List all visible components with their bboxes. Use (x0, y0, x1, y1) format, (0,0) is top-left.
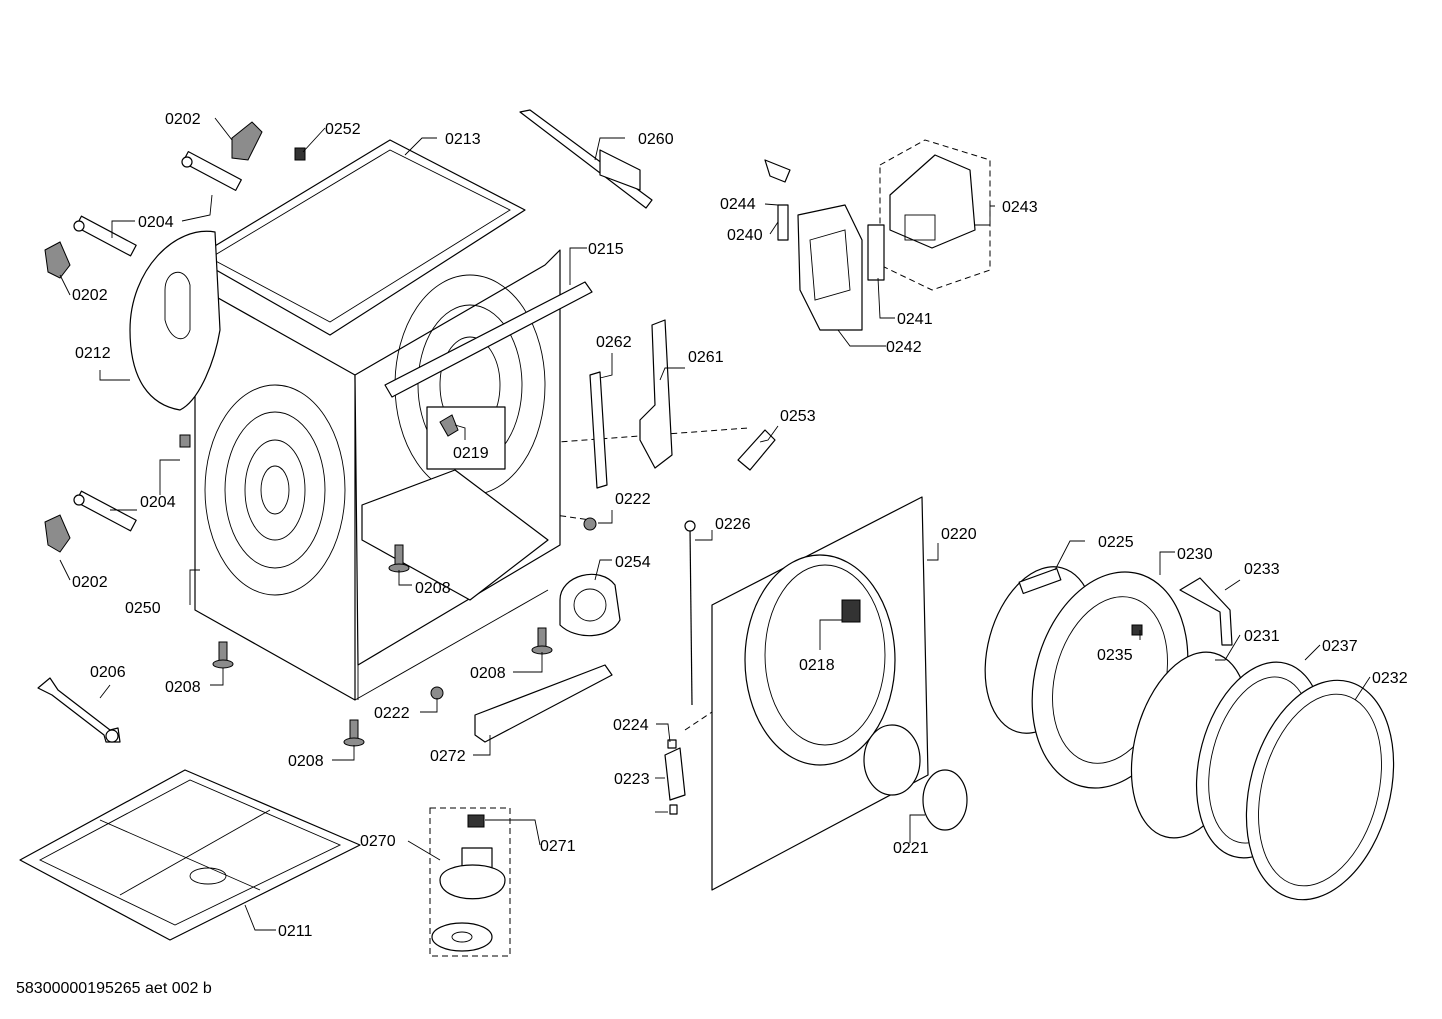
callout-0226: 0226 (715, 516, 751, 533)
callout-0233: 0233 (1244, 561, 1280, 578)
base-plate (19, 769, 361, 941)
callout-0240: 0240 (727, 227, 763, 244)
spanner-tool (37, 677, 121, 743)
rear-insulation-panel (129, 230, 221, 411)
door-assembly (984, 566, 1395, 901)
plinth-cover (474, 664, 613, 743)
bracket-icon (44, 514, 71, 553)
top-rail-part (519, 109, 653, 209)
upper-brace (384, 281, 593, 398)
callout-0254: 0254 (615, 554, 651, 571)
front-panel (711, 496, 929, 891)
callout-0272: 0272 (430, 748, 466, 765)
callout-0221: 0221 (893, 840, 929, 857)
callout-0243: 0243 (1002, 199, 1038, 216)
callout-labels: 0202 0252 0213 0260 0204 0202 0215 0244 … (72, 111, 1408, 940)
grommet-icon (583, 517, 597, 531)
callout-0208: 0208 (415, 580, 451, 597)
callout-0208: 0208 (288, 753, 324, 770)
callout-0202: 0202 (72, 287, 108, 304)
screw-icon (294, 147, 306, 161)
callout-0219: 0219 (453, 445, 489, 462)
bracket-icon (231, 121, 263, 161)
grommet-icon (430, 686, 444, 700)
callout-0230: 0230 (1177, 546, 1213, 563)
door-lock-parts (664, 520, 696, 815)
callout-0215: 0215 (588, 241, 624, 258)
callout-0204: 0204 (138, 214, 174, 231)
callout-0202: 0202 (72, 574, 108, 591)
callout-0241: 0241 (897, 311, 933, 328)
screw-icon (179, 434, 191, 448)
callout-0202: 0202 (165, 111, 201, 128)
callout-0232: 0232 (1372, 670, 1408, 687)
bracket-icon (44, 241, 71, 279)
callout-0212: 0212 (75, 345, 111, 362)
shock-absorber-icon (73, 215, 137, 257)
shock-absorber-icon (73, 490, 137, 532)
callout-0235: 0235 (1097, 647, 1133, 664)
callout-0262: 0262 (596, 334, 632, 351)
callout-0208: 0208 (165, 679, 201, 696)
callout-0253: 0253 (780, 408, 816, 425)
hinge-icon (1179, 577, 1233, 646)
frame-brackets (589, 319, 673, 489)
foot-icon (212, 641, 234, 669)
callout-0270: 0270 (360, 833, 396, 850)
pressure-switch-assembly (431, 814, 506, 952)
callout-0204: 0204 (140, 494, 176, 511)
callout-0242: 0242 (886, 339, 922, 356)
top-cover (194, 139, 526, 336)
control-board (889, 154, 976, 249)
base-frame (361, 469, 549, 601)
callout-0252: 0252 (325, 121, 361, 138)
side-panel (194, 284, 356, 701)
callout-0260: 0260 (638, 131, 674, 148)
callout-0244: 0244 (720, 196, 756, 213)
connector-icon (764, 159, 791, 183)
shock-absorbers (44, 121, 306, 553)
door-outer-ring (1245, 679, 1395, 901)
callout-0224: 0224 (613, 717, 649, 734)
callout-0213: 0213 (445, 131, 481, 148)
callout-0222: 0222 (374, 705, 410, 722)
electronics-module (764, 154, 976, 331)
callout-0237: 0237 (1322, 638, 1358, 655)
callout-0211: 0211 (278, 923, 313, 940)
support-bracket (737, 429, 776, 471)
callout-0222: 0222 (615, 491, 651, 508)
door-lock-icon (841, 599, 861, 623)
callout-0271: 0271 (540, 838, 576, 855)
callout-0206: 0206 (90, 664, 126, 681)
detail-box-0219 (426, 406, 506, 470)
pump-mount (559, 573, 621, 637)
housing-cabinet (194, 139, 593, 701)
callout-0220: 0220 (941, 526, 977, 543)
leader-lines (59, 117, 1371, 931)
service-flap (922, 769, 968, 831)
callout-0223: 0223 (614, 771, 650, 788)
callout-0225: 0225 (1098, 534, 1134, 551)
callout-0250: 0250 (125, 600, 161, 617)
foot-icon (531, 627, 553, 655)
drawing-reference-code: 58300000195265 aet 002 b (16, 980, 212, 997)
shock-absorber-icon (181, 151, 242, 191)
callout-0231: 0231 (1244, 628, 1280, 645)
foot-icon (343, 719, 365, 747)
side-drum-pressing (204, 384, 346, 596)
callout-0208: 0208 (470, 665, 506, 682)
callout-0261: 0261 (688, 349, 724, 366)
callout-0218: 0218 (799, 657, 835, 674)
